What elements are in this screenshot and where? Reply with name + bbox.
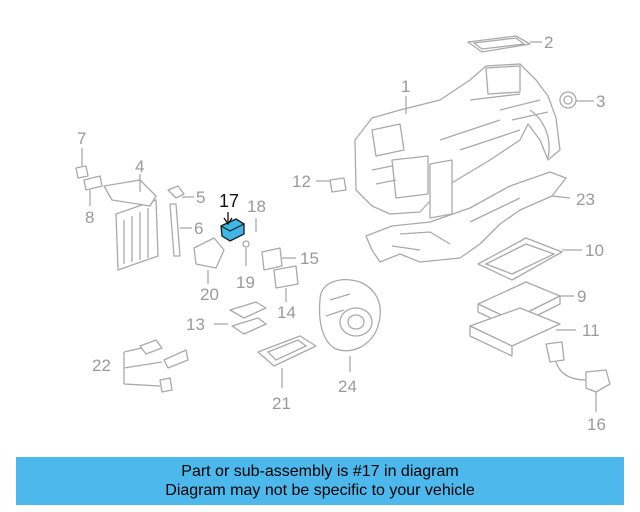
wiring-harness (545, 341, 611, 393)
callout-20[interactable]: 20 (200, 285, 219, 304)
callout-24[interactable]: 24 (338, 377, 357, 396)
callout-7[interactable]: 7 (77, 129, 86, 148)
callout-14[interactable]: 14 (277, 303, 296, 322)
callout-1[interactable]: 1 (401, 77, 410, 96)
banner-line-2: Diagram may not be specific to your vehi… (165, 482, 475, 499)
heater-core (103, 179, 159, 271)
parts-diagram: 1 2 3 4 5 6 7 8 9 10 11 12 13 14 15 16 1… (75, 33, 611, 434)
leader-lines (81, 41, 597, 412)
callout-18[interactable]: 18 (247, 197, 266, 216)
callout-19[interactable]: 19 (236, 273, 255, 292)
callout-labels: 1 2 3 4 5 6 7 8 9 10 11 12 13 14 15 16 1… (77, 33, 606, 434)
callout-12[interactable]: 12 (292, 172, 311, 191)
callout-6[interactable]: 6 (194, 219, 203, 238)
callout-11[interactable]: 11 (582, 321, 600, 340)
callout-16[interactable]: 16 (587, 415, 606, 434)
callout-21[interactable]: 21 (272, 394, 291, 413)
callout-23[interactable]: 23 (576, 190, 595, 209)
callout-17[interactable]: 17 (219, 191, 239, 211)
callout-2[interactable]: 2 (544, 33, 553, 52)
callout-22[interactable]: 22 (92, 356, 111, 375)
callout-8[interactable]: 8 (85, 208, 94, 227)
misc-parts (75, 35, 577, 393)
hvac-housing (354, 63, 561, 219)
filter-parts (469, 237, 563, 357)
banner-line-1: Part or sub-assembly is #17 in diagram (181, 463, 459, 480)
callout-9[interactable]: 9 (577, 287, 586, 306)
callout-3[interactable]: 3 (596, 92, 605, 111)
blower-motor (318, 279, 381, 352)
callout-10[interactable]: 10 (585, 241, 604, 260)
callout-15[interactable]: 15 (300, 249, 319, 268)
callout-4[interactable]: 4 (135, 157, 144, 176)
floor-duct (365, 171, 567, 263)
highlighted-part-17[interactable] (220, 218, 246, 242)
callout-5[interactable]: 5 (196, 188, 205, 207)
callout-13[interactable]: 13 (186, 315, 205, 334)
info-banner: Part or sub-assembly is #17 in diagram D… (16, 457, 624, 505)
